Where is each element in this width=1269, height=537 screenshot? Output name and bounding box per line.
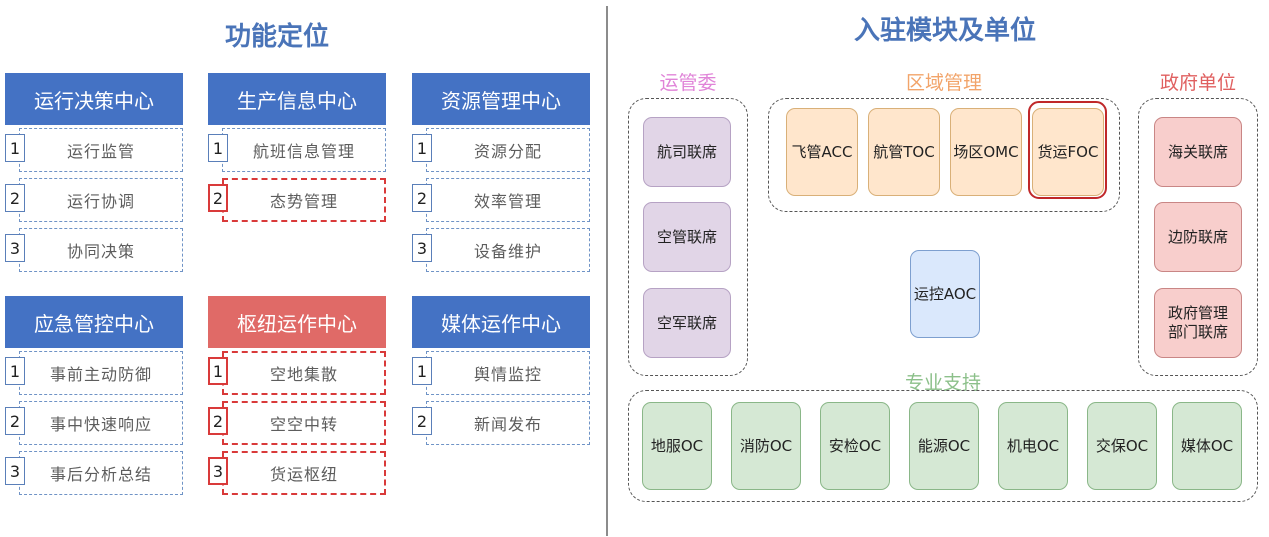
center-item-number: 1 bbox=[5, 134, 25, 162]
center-header-media-operation[interactable]: 媒体运作中心 bbox=[412, 296, 590, 348]
center-item-number: 3 bbox=[208, 457, 228, 485]
center-item[interactable]: 协同决策 3 bbox=[5, 228, 183, 272]
center-item[interactable]: 航班信息管理 1 bbox=[208, 128, 386, 172]
unit-border-liaison[interactable]: 边防联席 bbox=[1154, 202, 1242, 272]
center-item-number: 3 bbox=[412, 234, 432, 262]
center-item-label: 协同决策 bbox=[66, 242, 135, 261]
unit-omc[interactable]: 场区OMC bbox=[950, 108, 1022, 196]
group-zhuanye bbox=[628, 390, 1258, 502]
center-item[interactable]: 运行监管 1 bbox=[5, 128, 183, 172]
center-item[interactable]: 事前主动防御 1 bbox=[5, 351, 183, 395]
center-item-number: 2 bbox=[208, 407, 228, 435]
center-item[interactable]: 空空中转 2 bbox=[208, 401, 386, 445]
center-header-hub-operation[interactable]: 枢纽运作中心 bbox=[208, 296, 386, 348]
unit-atc-liaison[interactable]: 空管联席 bbox=[643, 202, 731, 272]
unit-gov-dept-liaison[interactable]: 政府管理部门联席 bbox=[1154, 288, 1242, 358]
group-zhengfu bbox=[1138, 98, 1258, 376]
center-item-label: 舆情监控 bbox=[473, 365, 542, 384]
group-yunguanwei bbox=[628, 98, 748, 376]
center-item-label: 新闻发布 bbox=[473, 415, 542, 434]
center-item[interactable]: 新闻发布 2 bbox=[412, 401, 590, 445]
center-item-label: 事后分析总结 bbox=[49, 465, 152, 484]
center-item[interactable]: 货运枢纽 3 bbox=[208, 451, 386, 495]
center-item-label: 设备维护 bbox=[473, 242, 542, 261]
center-item-number: 1 bbox=[412, 134, 432, 162]
center-item-number: 1 bbox=[412, 357, 432, 385]
highlight-freight-foc bbox=[1028, 101, 1107, 199]
center-item-number: 2 bbox=[412, 184, 432, 212]
center-item-label: 态势管理 bbox=[269, 192, 338, 211]
center-item[interactable]: 事后分析总结 3 bbox=[5, 451, 183, 495]
unit-toc[interactable]: 航管TOC bbox=[868, 108, 940, 196]
center-item-label: 运行协调 bbox=[66, 192, 135, 211]
vertical-divider bbox=[606, 6, 608, 536]
center-item-number: 1 bbox=[5, 357, 25, 385]
center-item-number: 2 bbox=[412, 407, 432, 435]
group-label-zhengfu: 政府单位 bbox=[1159, 72, 1236, 94]
modules-units-title: 入驻模块及单位 bbox=[853, 16, 1036, 46]
center-item-label: 效率管理 bbox=[473, 192, 542, 211]
center-item[interactable]: 态势管理 2 bbox=[208, 178, 386, 222]
center-item-label: 空空中转 bbox=[269, 415, 338, 434]
center-item-label: 运行监管 bbox=[66, 142, 135, 161]
center-item-number: 2 bbox=[5, 184, 25, 212]
unit-aoc[interactable]: 运控AOC bbox=[910, 250, 980, 338]
center-item[interactable]: 运行协调 2 bbox=[5, 178, 183, 222]
center-item-label: 事中快速响应 bbox=[49, 415, 152, 434]
center-item-label: 货运枢纽 bbox=[269, 465, 338, 484]
center-item[interactable]: 空地集散 1 bbox=[208, 351, 386, 395]
center-item-label: 航班信息管理 bbox=[252, 142, 355, 161]
center-header-resource-mgmt[interactable]: 资源管理中心 bbox=[412, 73, 590, 125]
unit-media-oc[interactable]: 媒体OC bbox=[1172, 402, 1242, 490]
group-label-yunguanwei: 运管委 bbox=[659, 72, 717, 94]
unit-security-check-oc[interactable]: 安检OC bbox=[820, 402, 890, 490]
center-item-label: 空地集散 bbox=[269, 365, 338, 384]
center-item-label: 资源分配 bbox=[473, 142, 542, 161]
center-item-number: 1 bbox=[208, 134, 228, 162]
group-label-zhuanye: 专业支持 bbox=[904, 372, 981, 394]
group-label-quyu: 区域管理 bbox=[905, 72, 982, 94]
center-header-operation-decision[interactable]: 运行决策中心 bbox=[5, 73, 183, 125]
unit-mechanical-electrical-oc[interactable]: 机电OC bbox=[998, 402, 1068, 490]
unit-freight-foc[interactable]: 货运FOC bbox=[1032, 108, 1104, 196]
center-item[interactable]: 资源分配 1 bbox=[412, 128, 590, 172]
center-header-production-info[interactable]: 生产信息中心 bbox=[208, 73, 386, 125]
center-item-number: 2 bbox=[208, 184, 228, 212]
unit-customs-liaison[interactable]: 海关联席 bbox=[1154, 117, 1242, 187]
functional-positioning-title: 功能定位 bbox=[224, 22, 329, 52]
unit-fire-oc[interactable]: 消防OC bbox=[731, 402, 801, 490]
unit-airline-liaison[interactable]: 航司联席 bbox=[643, 117, 731, 187]
center-item-number: 2 bbox=[5, 407, 25, 435]
center-item-number: 1 bbox=[208, 357, 228, 385]
center-item[interactable]: 事中快速响应 2 bbox=[5, 401, 183, 445]
center-item[interactable]: 设备维护 3 bbox=[412, 228, 590, 272]
unit-ground-service-oc[interactable]: 地服OC bbox=[642, 402, 712, 490]
unit-transport-security-oc[interactable]: 交保OC bbox=[1087, 402, 1157, 490]
group-quyu bbox=[768, 98, 1120, 212]
unit-acc[interactable]: 飞管ACC bbox=[786, 108, 858, 196]
center-item[interactable]: 效率管理 2 bbox=[412, 178, 590, 222]
center-item-label: 事前主动防御 bbox=[49, 365, 152, 384]
center-item-number: 3 bbox=[5, 234, 25, 262]
center-item-number: 3 bbox=[5, 457, 25, 485]
center-header-emergency-control[interactable]: 应急管控中心 bbox=[5, 296, 183, 348]
center-item[interactable]: 舆情监控 1 bbox=[412, 351, 590, 395]
unit-airforce-liaison[interactable]: 空军联席 bbox=[643, 288, 731, 358]
unit-energy-oc[interactable]: 能源OC bbox=[909, 402, 979, 490]
